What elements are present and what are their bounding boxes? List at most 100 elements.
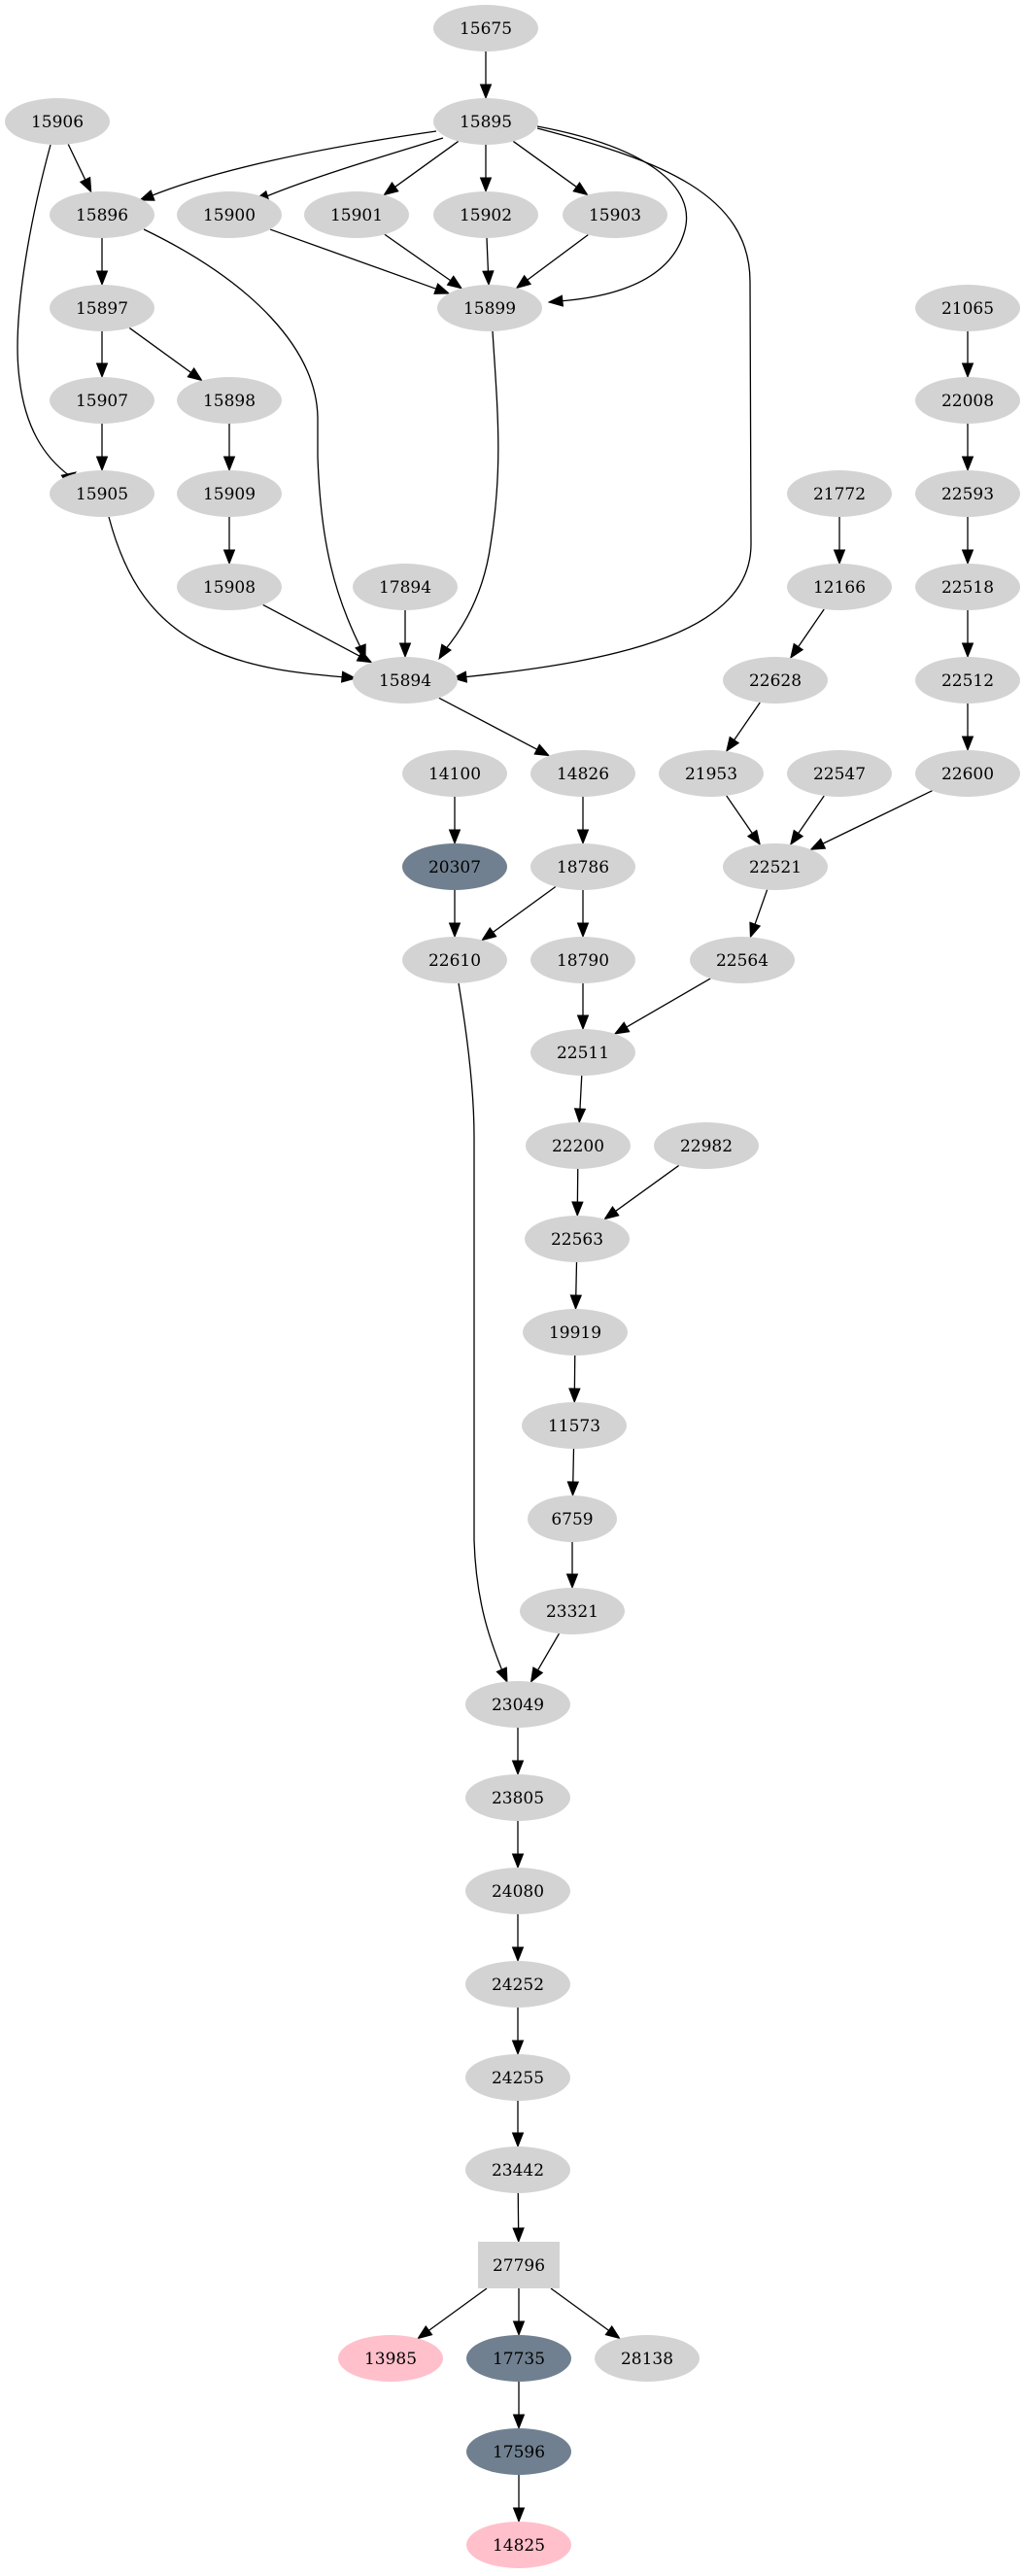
node-ellipse[interactable] [50, 285, 154, 331]
graph-node-21065[interactable]: 21065 [915, 285, 1020, 331]
graph-node-22008[interactable]: 22008 [915, 377, 1020, 424]
graph-node-19919[interactable]: 19919 [523, 1309, 628, 1356]
node-ellipse[interactable] [520, 1588, 625, 1634]
graph-node-28138[interactable]: 28138 [595, 2335, 700, 2382]
graph-node-15908[interactable]: 15908 [177, 564, 282, 610]
graph-node-17735[interactable]: 17735 [466, 2335, 571, 2382]
node-ellipse[interactable] [723, 843, 828, 890]
graph-node-15902[interactable]: 15902 [433, 191, 538, 238]
graph-node-14825[interactable]: 14825 [466, 2522, 571, 2568]
node-ellipse[interactable] [563, 191, 667, 238]
graph-node-15675[interactable]: 15675 [433, 5, 538, 52]
graph-node-15900[interactable]: 15900 [177, 191, 282, 238]
node-ellipse[interactable] [465, 1868, 570, 1914]
graph-node-15905[interactable]: 15905 [50, 470, 154, 517]
graph-node-20307[interactable]: 20307 [402, 843, 507, 890]
graph-node-22564[interactable]: 22564 [690, 937, 795, 983]
graph-node-24255[interactable]: 24255 [465, 2054, 570, 2101]
node-ellipse[interactable] [433, 191, 538, 238]
graph-node-22521[interactable]: 22521 [723, 843, 828, 890]
node-ellipse[interactable] [787, 470, 892, 517]
graph-node-15895[interactable]: 15895 [433, 98, 538, 145]
node-ellipse[interactable] [465, 1774, 570, 1821]
node-ellipse[interactable] [915, 470, 1020, 517]
node-ellipse[interactable] [915, 750, 1020, 797]
graph-node-22593[interactable]: 22593 [915, 470, 1020, 517]
graph-node-22200[interactable]: 22200 [526, 1122, 631, 1169]
node-ellipse[interactable] [915, 377, 1020, 424]
node-ellipse[interactable] [522, 1402, 627, 1449]
graph-node-15896[interactable]: 15896 [50, 191, 154, 238]
graph-node-17894[interactable]: 17894 [353, 564, 458, 610]
graph-node-15907[interactable]: 15907 [50, 377, 154, 424]
graph-node-14100[interactable]: 14100 [402, 750, 507, 797]
graph-node-15901[interactable]: 15901 [304, 191, 409, 238]
graph-node-22610[interactable]: 22610 [402, 937, 507, 983]
node-ellipse[interactable] [915, 657, 1020, 704]
node-ellipse[interactable] [659, 750, 764, 797]
graph-node-23805[interactable]: 23805 [465, 1774, 570, 1821]
graph-node-22600[interactable]: 22600 [915, 750, 1020, 797]
graph-node-15906[interactable]: 15906 [5, 98, 110, 145]
graph-node-22563[interactable]: 22563 [525, 1216, 630, 1262]
node-ellipse[interactable] [437, 285, 542, 331]
node-ellipse[interactable] [523, 1309, 628, 1356]
graph-node-22512[interactable]: 22512 [915, 657, 1020, 704]
node-ellipse[interactable] [465, 2054, 570, 2101]
node-ellipse[interactable] [177, 470, 282, 517]
graph-node-22518[interactable]: 22518 [915, 564, 1020, 610]
node-ellipse[interactable] [465, 1681, 570, 1728]
graph-node-15909[interactable]: 15909 [177, 470, 282, 517]
node-ellipse[interactable] [466, 2428, 571, 2475]
graph-node-17596[interactable]: 17596 [466, 2428, 571, 2475]
graph-node-15899[interactable]: 15899 [437, 285, 542, 331]
node-ellipse[interactable] [433, 5, 538, 52]
graph-node-23442[interactable]: 23442 [465, 2147, 570, 2193]
graph-node-23321[interactable]: 23321 [520, 1588, 625, 1634]
graph-node-12166[interactable]: 12166 [787, 564, 892, 610]
graph-node-23049[interactable]: 23049 [465, 1681, 570, 1728]
graph-node-21772[interactable]: 21772 [787, 470, 892, 517]
node-ellipse[interactable] [466, 2522, 571, 2568]
graph-node-15898[interactable]: 15898 [177, 377, 282, 424]
node-ellipse[interactable] [525, 1216, 630, 1262]
node-ellipse[interactable] [654, 1122, 759, 1169]
node-ellipse[interactable] [530, 843, 635, 890]
graph-node-22628[interactable]: 22628 [723, 657, 828, 704]
node-ellipse[interactable] [528, 1495, 617, 1542]
graph-node-6759[interactable]: 6759 [528, 1495, 617, 1542]
graph-node-11573[interactable]: 11573 [522, 1402, 627, 1449]
graph-node-22511[interactable]: 22511 [530, 1029, 635, 1076]
node-ellipse[interactable] [530, 1029, 635, 1076]
node-ellipse[interactable] [353, 564, 458, 610]
node-ellipse[interactable] [177, 377, 282, 424]
node-ellipse[interactable] [530, 750, 635, 797]
graph-node-18786[interactable]: 18786 [530, 843, 635, 890]
node-ellipse[interactable] [433, 98, 538, 145]
node-ellipse[interactable] [787, 564, 892, 610]
graph-node-15894[interactable]: 15894 [353, 657, 458, 704]
graph-node-13985[interactable]: 13985 [338, 2335, 443, 2382]
graph-node-27796[interactable]: 27796 [478, 2242, 560, 2288]
node-ellipse[interactable] [595, 2335, 700, 2382]
node-ellipse[interactable] [465, 1961, 570, 2008]
node-ellipse[interactable] [177, 191, 282, 238]
graph-node-21953[interactable]: 21953 [659, 750, 764, 797]
node-ellipse[interactable] [402, 937, 507, 983]
node-ellipse[interactable] [915, 285, 1020, 331]
node-ellipse[interactable] [466, 2335, 571, 2382]
node-ellipse[interactable] [50, 191, 154, 238]
node-ellipse[interactable] [177, 564, 282, 610]
node-ellipse[interactable] [526, 1122, 631, 1169]
node-ellipse[interactable] [338, 2335, 443, 2382]
node-ellipse[interactable] [50, 377, 154, 424]
node-ellipse[interactable] [915, 564, 1020, 610]
graph-node-15897[interactable]: 15897 [50, 285, 154, 331]
graph-node-15903[interactable]: 15903 [563, 191, 667, 238]
graph-node-14826[interactable]: 14826 [530, 750, 635, 797]
node-box[interactable] [478, 2242, 560, 2288]
node-ellipse[interactable] [402, 843, 507, 890]
node-ellipse[interactable] [465, 2147, 570, 2193]
node-ellipse[interactable] [5, 98, 110, 145]
node-ellipse[interactable] [723, 657, 828, 704]
